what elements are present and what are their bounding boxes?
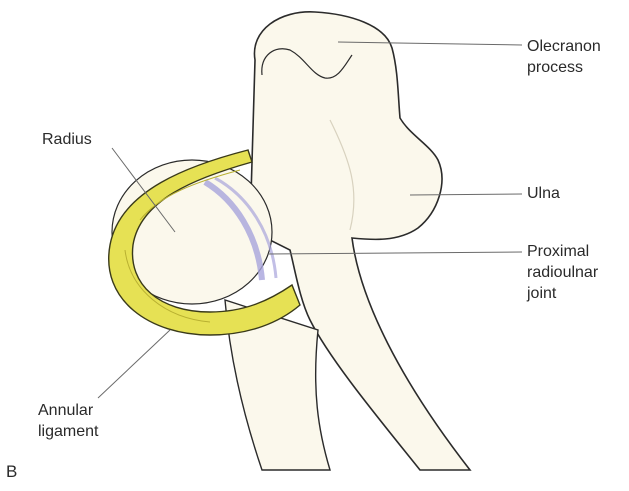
label-proximal-radioulnar-joint: Proximal radioulnar joint bbox=[527, 241, 598, 304]
leader-annular bbox=[98, 330, 170, 398]
label-radius: Radius bbox=[42, 129, 92, 150]
label-olecranon-process: Olecranon process bbox=[527, 36, 601, 78]
panel-letter: B bbox=[6, 461, 17, 482]
label-ulna: Ulna bbox=[527, 183, 560, 204]
label-annular-ligament: Annular ligament bbox=[38, 400, 98, 442]
